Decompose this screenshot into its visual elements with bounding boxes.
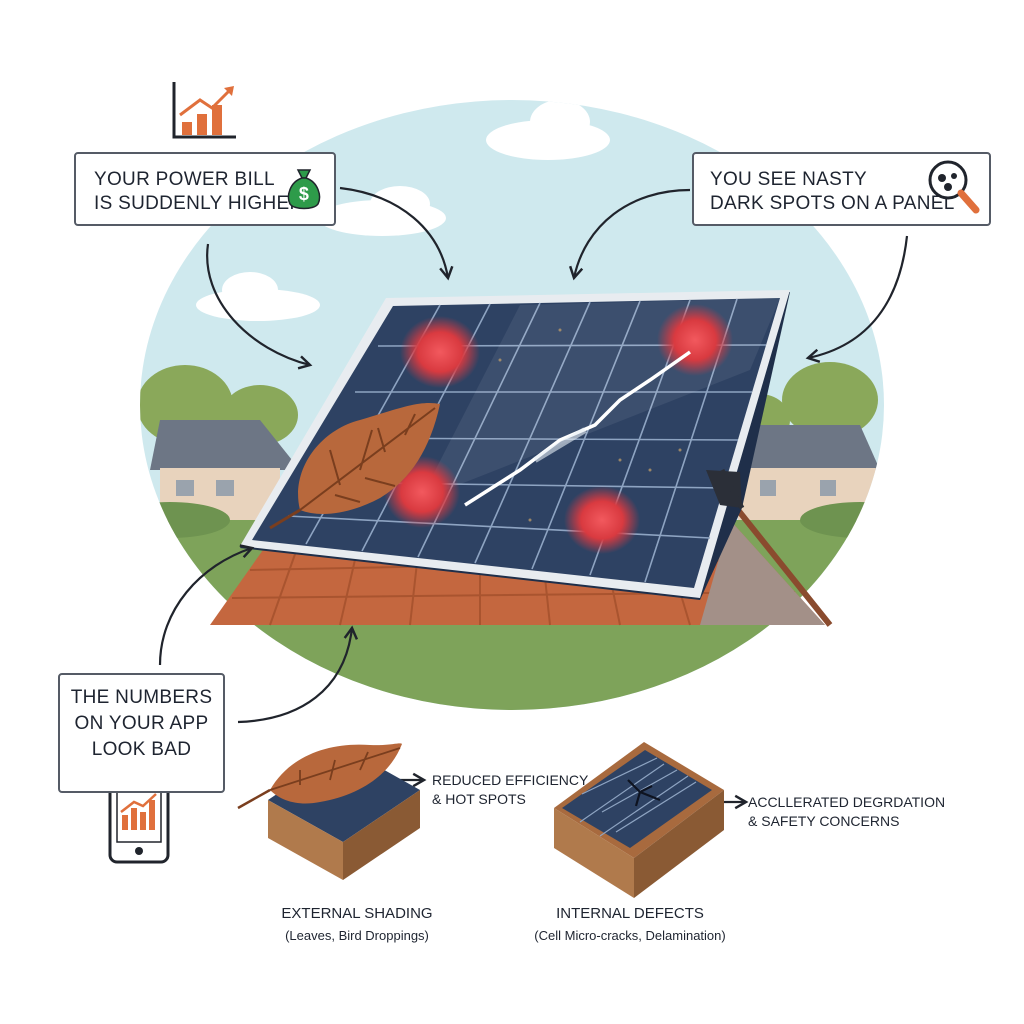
- defects-block: [554, 742, 724, 898]
- callout-line: DARK SPOTS ON A PANEL: [710, 193, 955, 214]
- effect-defects: ACCLLERATED DEGRDATION & SAFETY CONCERNS: [748, 793, 945, 831]
- arrows: [158, 186, 909, 810]
- trend-chart-icon: [172, 82, 236, 139]
- panel-crack: [464, 350, 692, 507]
- callout-power-bill: YOUR POWER BILL IS SUDDENLY HIGHER $: [74, 152, 336, 226]
- shading-subtitle: (Leaves, Bird Droppings): [285, 928, 429, 943]
- hotspot: [400, 316, 480, 388]
- callout-line: ON YOUR APP: [74, 713, 209, 734]
- effect-line: & HOT SPOTS: [432, 791, 526, 807]
- callout-line: LOOK BAD: [91, 739, 192, 760]
- callout-dark-spots: YOU SEE NASTY DARK SPOTS ON A PANEL: [692, 152, 991, 226]
- magnifier-icon: [928, 160, 980, 214]
- callout-line: YOU SEE NASTY: [710, 169, 867, 190]
- hotspot: [564, 486, 640, 554]
- effect-shading: REDUCED EFFICIENCY & HOT SPOTS: [432, 771, 588, 809]
- cloud: [196, 100, 610, 321]
- arrow-icon: [568, 188, 691, 281]
- arrow-icon: [206, 243, 313, 370]
- callout-line: YOUR POWER BILL: [94, 169, 275, 190]
- money-bag-icon: $: [287, 169, 321, 210]
- arrow-icon: [237, 625, 359, 724]
- solar-panel: [240, 290, 790, 600]
- shading-block: [237, 743, 420, 880]
- defects-subtitle: (Cell Micro-cracks, Delamination): [534, 928, 726, 943]
- callout-app-numbers: THE NUMBERS ON YOUR APP LOOK BAD: [58, 673, 225, 793]
- arrow-icon: [805, 235, 909, 363]
- money-symbol: $: [299, 184, 309, 204]
- effect-line: ACCLLERATED DEGRDATION: [748, 794, 946, 810]
- shading-title: EXTERNAL SHADING: [281, 905, 433, 922]
- defects-title: INTERNAL DEFECTS: [556, 905, 704, 922]
- callout-line: IS SUDDENLY HIGHER: [94, 193, 304, 214]
- callout-line: THE NUMBERS: [70, 687, 213, 708]
- effect-line: & SAFETY CONCERNS: [748, 813, 900, 829]
- effect-line: REDUCED EFFICIENCY: [432, 772, 589, 788]
- hotspot: [657, 304, 733, 376]
- arrow-icon: [158, 544, 255, 666]
- arrow-icon: [339, 186, 454, 281]
- leaf: [269, 402, 440, 530]
